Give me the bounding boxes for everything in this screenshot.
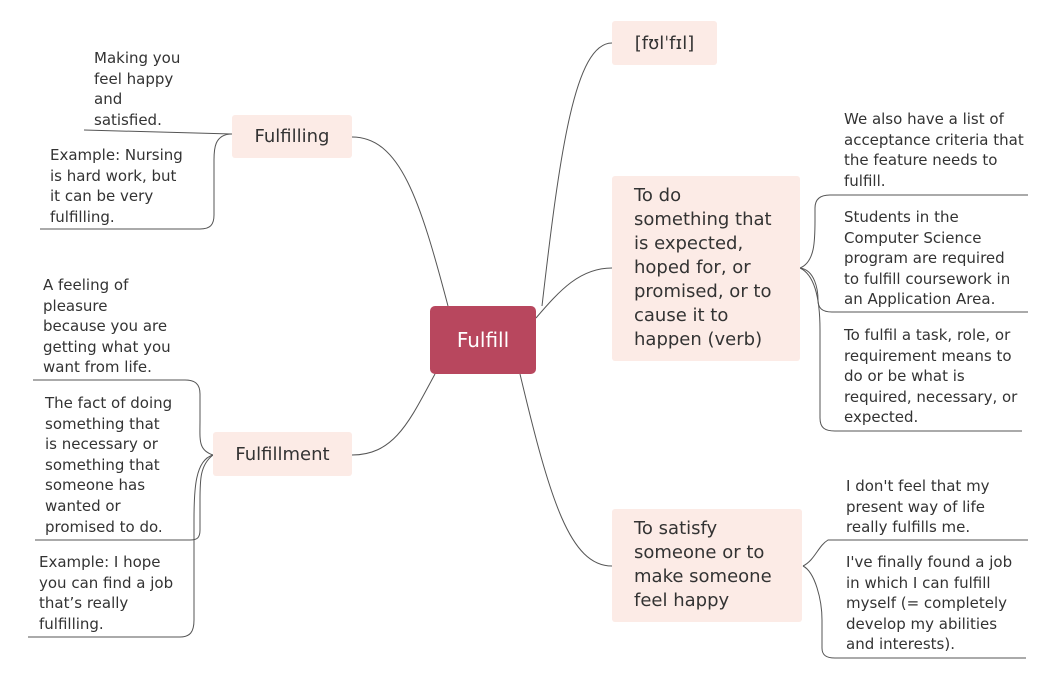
connector-leaf-todo-1 — [799, 194, 1028, 269]
topic-label: Fulfillment — [235, 443, 330, 465]
connector-leaf-todo-3 — [799, 267, 1022, 432]
topic-fulfillment[interactable]: Fulfillment — [213, 432, 352, 476]
leaf-fulfilling-definition: Making you feel happy and satisfied. — [94, 49, 181, 129]
central-label: Fulfill — [456, 328, 510, 352]
leaf-fulfillment-definition-2: The fact of doing something that is nece… — [45, 394, 173, 536]
leaf-satisfy-example-2: I've finally found a job in which I can … — [846, 553, 1013, 654]
connector-leaf-fulfillment-1 — [33, 379, 214, 456]
connector-to-satisfy — [519, 373, 613, 567]
topic-to-satisfy-definition[interactable]: To satisfy someone or to make someone fe… — [612, 509, 802, 622]
topic-pronunciation[interactable]: [fʊlˈfɪl] — [612, 21, 717, 65]
leaf-fulfillment-definition-1: A feeling of pleasure because you are ge… — [43, 276, 171, 377]
connector-fulfillment — [351, 373, 436, 456]
connector-to-do — [535, 267, 613, 319]
topic-label: Fulfilling — [254, 126, 330, 147]
connector-leaf-fulfilling-1 — [83, 129, 233, 135]
central-node[interactable]: Fulfill — [430, 306, 536, 374]
leaf-todo-example-1: We also have a list of acceptance criter… — [844, 110, 1024, 190]
connector-leaf-fulfillment-3 — [28, 454, 214, 638]
topic-fulfilling[interactable]: Fulfilling — [232, 115, 352, 158]
connector-leaf-satisfy-1 — [802, 539, 1028, 567]
connector-pronunciation — [541, 42, 613, 307]
connector-leaf-fulfilling-2 — [40, 133, 233, 230]
leaf-fulfillment-example: Example: I hope you can find a job that’… — [39, 553, 174, 633]
topic-label: [fʊlˈfɪl] — [634, 32, 695, 54]
leaf-todo-example-2: Students in the Computer Science program… — [844, 208, 1011, 309]
connector-leaf-satisfy-2 — [802, 565, 1026, 659]
leaf-todo-example-3: To fulfil a task, role, or requirement m… — [844, 326, 1018, 427]
leaf-satisfy-example-1: I don't feel that my present way of life… — [846, 477, 990, 537]
leaf-fulfilling-example: Example: Nursing is hard work, but it ca… — [50, 146, 183, 226]
topic-to-do-definition[interactable]: To do something that is expected, hoped … — [612, 176, 800, 361]
connector-fulfilling — [351, 136, 449, 307]
